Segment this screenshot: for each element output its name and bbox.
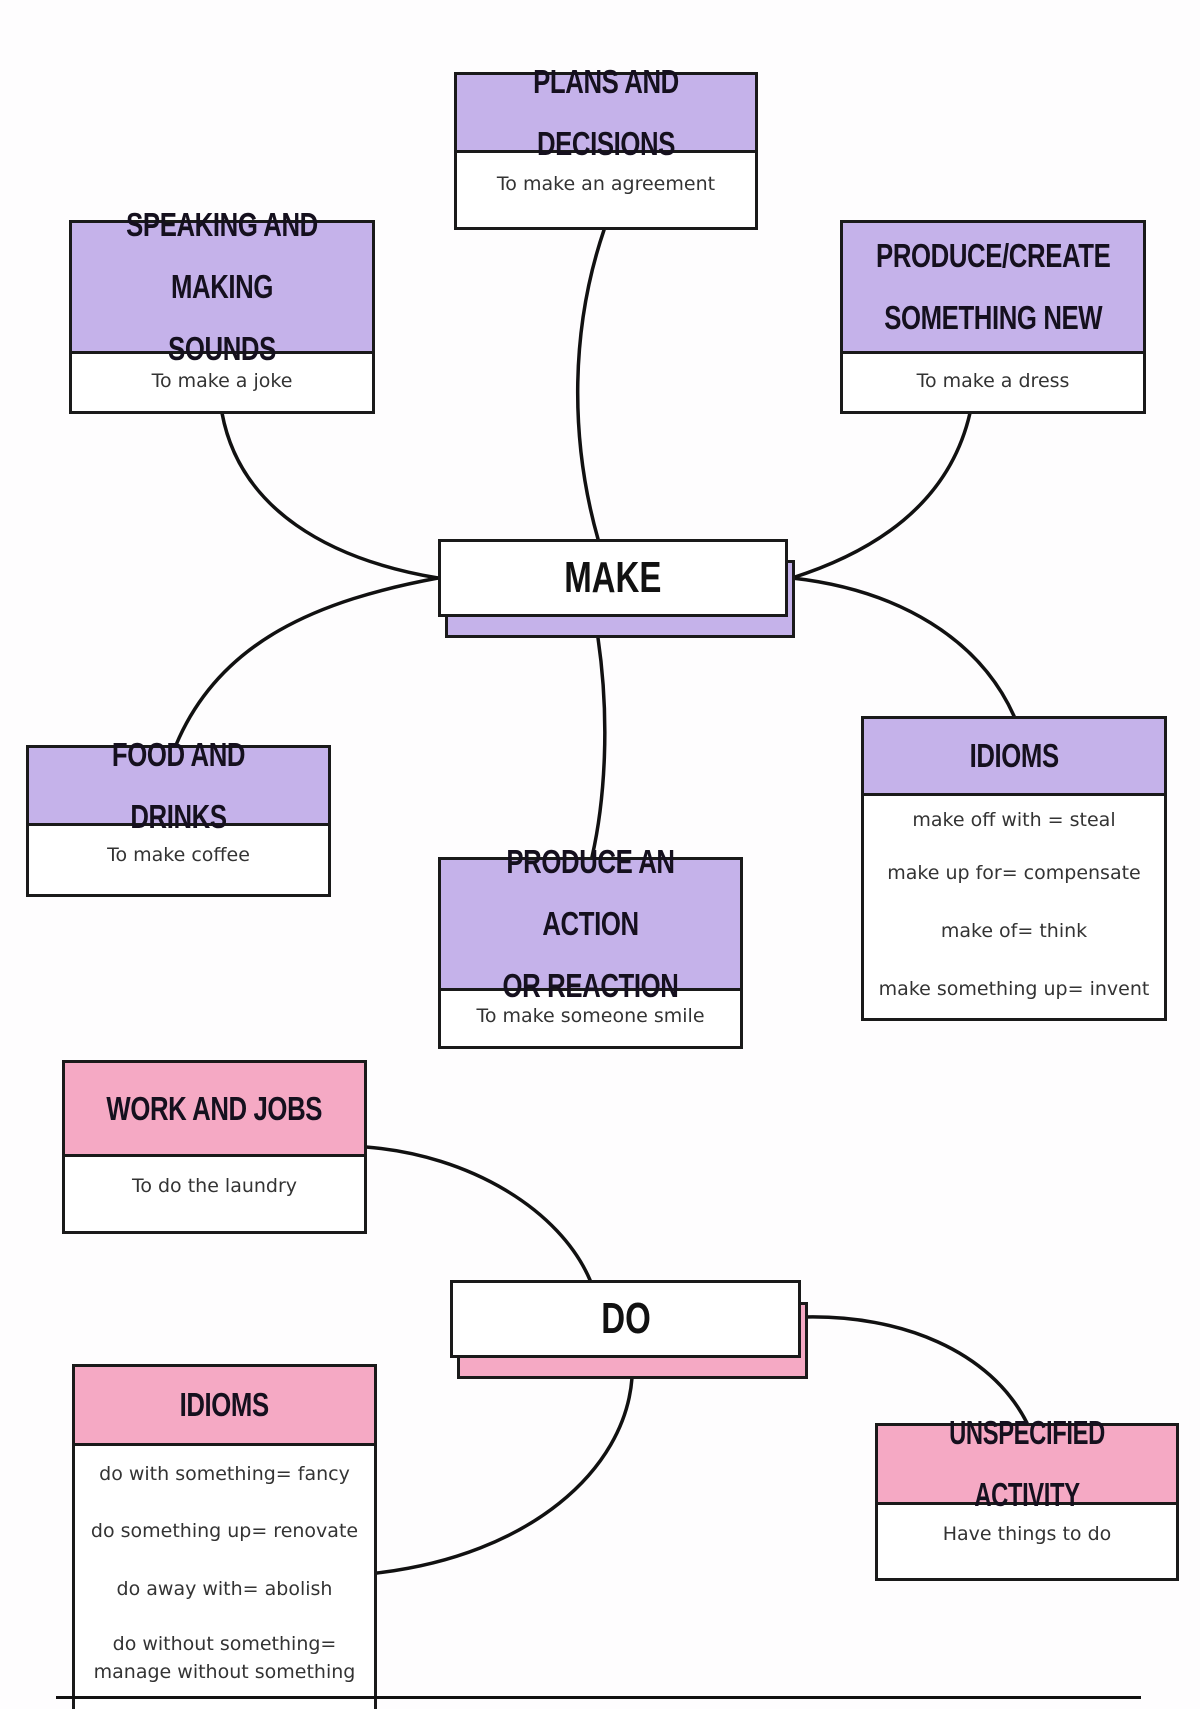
branch-title: WORK AND JOBS: [65, 1063, 364, 1157]
idiom-item: do something up= renovate: [90, 1520, 359, 1542]
branch-title: UNSPECIFIED ACTIVITY: [878, 1414, 1176, 1513]
idiom-item: do without something= manage without som…: [93, 1633, 356, 1683]
example-item: To make a dress: [916, 370, 1070, 392]
idiom-item: make something up= invent: [878, 978, 1150, 1000]
example-item: To make an agreement: [496, 173, 716, 195]
branch-make-idioms[interactable]: IDIOMS make off with = steal make up for…: [861, 716, 1167, 1021]
branch-produce-create-something-new[interactable]: PRODUCE/CREATE SOMETHING NEW To make a d…: [840, 220, 1146, 414]
branch-title: PRODUCE AN ACTION OR REACTION: [441, 843, 740, 1004]
link-make-idioms: [790, 576, 1016, 718]
do-center-label: DO: [450, 1280, 801, 1358]
link-make-speaking: [220, 411, 440, 580]
link-do-idioms: [375, 1376, 634, 1575]
branch-title: FOOD AND DRINKS: [29, 736, 328, 835]
link-make-action: [590, 636, 607, 859]
do-center-node[interactable]: DO: [450, 1280, 808, 1380]
idiom-item: make of= think: [940, 920, 1088, 942]
branch-examples: Have things to do: [878, 1505, 1176, 1578]
example-item: To do the laundry: [131, 1175, 298, 1197]
branch-title: PRODUCE/CREATE SOMETHING NEW: [843, 223, 1143, 354]
idiom-item: make off with = steal: [912, 809, 1116, 831]
make-center-node[interactable]: MAKE: [438, 539, 795, 639]
branch-examples: To make someone smile: [441, 991, 740, 1046]
idiom-item: do with something= fancy: [99, 1463, 350, 1485]
branch-do-idioms[interactable]: IDIOMS do with something= fancy do somet…: [72, 1364, 377, 1709]
link-make-plans: [576, 228, 606, 541]
example-item: To make coffee: [107, 844, 250, 866]
link-make-food: [174, 576, 440, 747]
link-do-work: [364, 1145, 592, 1282]
branch-title: IDIOMS: [864, 719, 1164, 796]
idiom-item: make up for= compensate: [887, 862, 1141, 884]
branch-plans-and-decisions[interactable]: PLANS AND DECISIONS To make an agreement: [454, 63, 758, 230]
example-item: To make a joke: [151, 370, 293, 392]
example-item: Have things to do: [942, 1523, 1112, 1545]
branch-food-and-drinks[interactable]: FOOD AND DRINKS To make coffee: [26, 736, 331, 897]
idiom-item: do away with= abolish: [116, 1578, 333, 1600]
branch-speaking-and-making-sounds[interactable]: SPEAKING AND MAKING SOUNDS To make a jok…: [69, 206, 375, 414]
branch-title: IDIOMS: [75, 1367, 374, 1446]
link-do-unspecified: [803, 1315, 1029, 1425]
make-center-label: MAKE: [438, 539, 788, 617]
branch-examples: To make an agreement: [457, 153, 755, 227]
branch-unspecified-activity[interactable]: UNSPECIFIED ACTIVITY Have things to do: [875, 1414, 1179, 1581]
branch-examples: do with something= fancy do something up…: [75, 1446, 374, 1709]
link-make-produce: [790, 411, 972, 580]
branch-produce-an-action-or-reaction[interactable]: PRODUCE AN ACTION OR REACTION To make so…: [438, 843, 743, 1049]
example-item: To make someone smile: [476, 1005, 705, 1027]
branch-examples: To do the laundry: [65, 1157, 364, 1231]
branch-examples: To make a dress: [843, 354, 1143, 411]
branch-work-and-jobs[interactable]: WORK AND JOBS To do the laundry: [62, 1060, 367, 1234]
branch-examples: To make coffee: [29, 826, 328, 894]
branch-examples: To make a joke: [72, 354, 372, 411]
branch-title: SPEAKING AND MAKING SOUNDS: [72, 206, 372, 367]
branch-title: PLANS AND DECISIONS: [457, 63, 755, 162]
branch-examples: make off with = steal make up for= compe…: [864, 796, 1164, 1018]
bottom-divider: [56, 1696, 1141, 1699]
